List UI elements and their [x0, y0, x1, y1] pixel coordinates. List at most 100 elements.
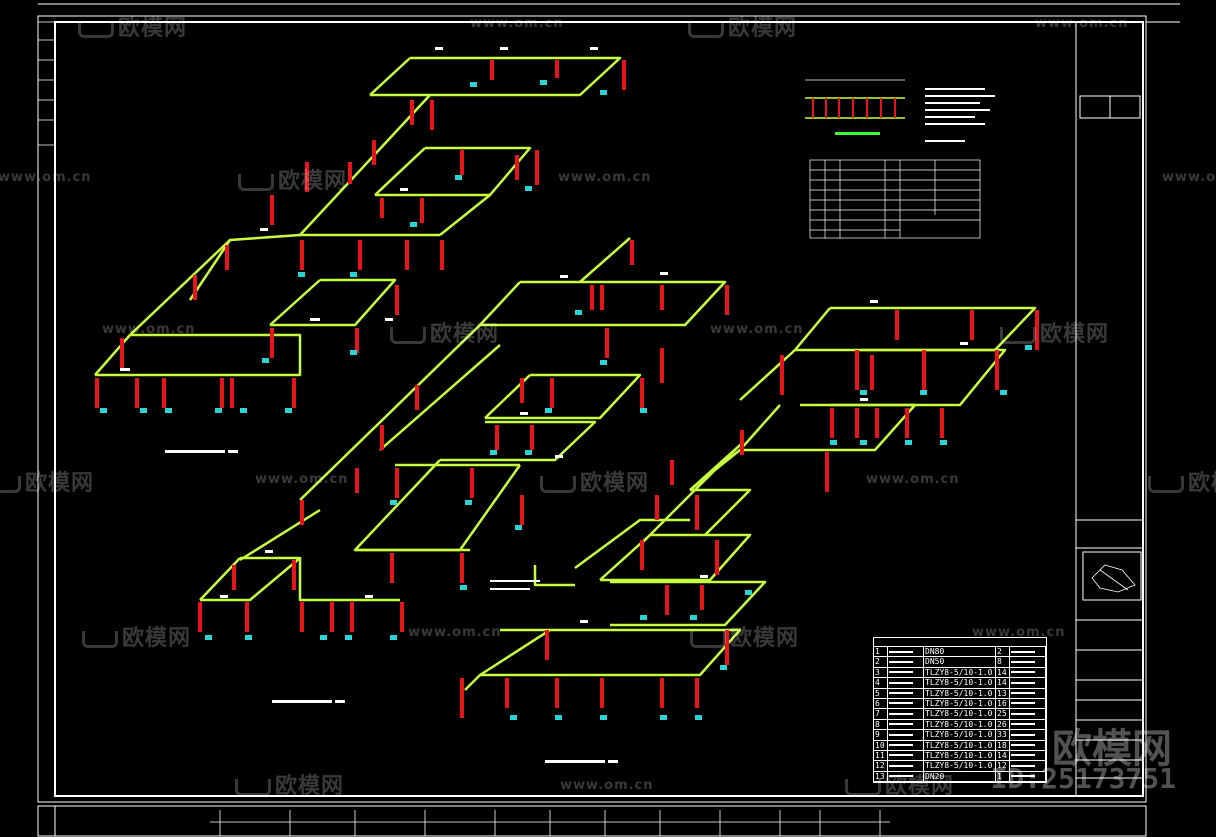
- pipe-network: [94, 56, 1037, 691]
- legend-detail-diagram: [805, 79, 995, 142]
- row-spec: TLZY8-5/10-1.0: [924, 678, 996, 688]
- text-placeholder: [1011, 660, 1035, 663]
- text-placeholder: [1011, 764, 1035, 767]
- view-captions: [165, 450, 618, 763]
- row-number: 13: [874, 771, 888, 782]
- text-placeholder: [1011, 723, 1035, 726]
- title-block: [1075, 21, 1180, 797]
- row-number: 11: [874, 750, 888, 761]
- row-spec: DN20: [924, 771, 996, 782]
- row-name: [888, 771, 924, 782]
- row-name: [888, 730, 924, 740]
- text-placeholder: [889, 692, 913, 695]
- text-placeholder: [1011, 754, 1035, 757]
- row-name: [888, 709, 924, 719]
- row-quantity: 8: [996, 657, 1010, 667]
- left-revision-strip: [38, 21, 55, 146]
- text-placeholder: [1011, 692, 1035, 695]
- row-remark: [1010, 647, 1046, 657]
- row-quantity: 16: [996, 698, 1010, 709]
- text-placeholder: [1011, 650, 1035, 653]
- row-spec: TLZY8-5/10-1.0: [924, 709, 996, 719]
- text-placeholder: [1011, 702, 1035, 705]
- row-name: [888, 750, 924, 761]
- row-number: 8: [874, 719, 888, 730]
- row-quantity: 2: [996, 647, 1010, 657]
- row-remark: [1010, 740, 1046, 750]
- riser-pipes: [95, 60, 1039, 718]
- row-name: [888, 647, 924, 657]
- text-placeholder: [1011, 744, 1035, 747]
- row-name: [888, 667, 924, 678]
- text-placeholder: [889, 764, 913, 767]
- row-quantity: 26: [996, 719, 1010, 730]
- row-spec: TLZY8-5/10-1.0: [924, 698, 996, 709]
- text-placeholder: [889, 744, 913, 747]
- text-placeholder: [889, 754, 913, 757]
- row-spec: DN50: [924, 657, 996, 667]
- text-placeholder: [889, 671, 913, 674]
- text-placeholder: [889, 681, 913, 684]
- row-remark: [1010, 750, 1046, 761]
- row-spec: TLZY8-5/10-1.0: [924, 667, 996, 678]
- row-quantity: 25: [996, 709, 1010, 719]
- row-number: 4: [874, 678, 888, 688]
- row-remark: [1010, 667, 1046, 678]
- text-placeholder: [889, 775, 913, 778]
- row-name: [888, 657, 924, 667]
- row-quantity: 14: [996, 678, 1010, 688]
- row-quantity: 12: [996, 761, 1010, 771]
- material-table-small: [809, 159, 981, 239]
- row-remark: [1010, 657, 1046, 667]
- text-placeholder: [1011, 733, 1035, 736]
- text-placeholder: [889, 702, 913, 705]
- row-quantity: 14: [996, 750, 1010, 761]
- text-placeholder: [889, 733, 913, 736]
- bottom-strip-grid: [210, 810, 890, 836]
- row-number: 1: [874, 647, 888, 657]
- fixture-tags: [100, 80, 1032, 720]
- row-number: 10: [874, 740, 888, 750]
- row-number: 6: [874, 698, 888, 709]
- row-name: [888, 761, 924, 771]
- row-spec: TLZY8-5/10-1.0: [924, 761, 996, 771]
- row-quantity: 33: [996, 730, 1010, 740]
- pipe-annotations: [120, 47, 968, 623]
- row-remark: [1010, 688, 1046, 698]
- key-plan-thumbnail: [1091, 564, 1136, 593]
- row-quantity: 14: [996, 667, 1010, 678]
- row-name: [888, 698, 924, 709]
- text-placeholder: [889, 712, 913, 715]
- text-placeholder: [1011, 712, 1035, 715]
- row-name: [888, 688, 924, 698]
- row-name: [888, 740, 924, 750]
- row-number: 3: [874, 667, 888, 678]
- row-remark: [1010, 761, 1046, 771]
- text-placeholder: [889, 723, 913, 726]
- equipment-table-header: [874, 638, 1046, 647]
- row-remark: [1010, 709, 1046, 719]
- row-spec: TLZY8-5/10-1.0: [924, 730, 996, 740]
- row-number: 5: [874, 688, 888, 698]
- row-spec: TLZY8-5/10-1.0: [924, 750, 996, 761]
- row-number: 12: [874, 761, 888, 771]
- text-placeholder: [1011, 671, 1035, 674]
- row-remark: [1010, 678, 1046, 688]
- row-remark: [1010, 719, 1046, 730]
- text-placeholder: [889, 660, 913, 663]
- row-spec: TLZY8-5/10-1.0: [924, 740, 996, 750]
- row-name: [888, 719, 924, 730]
